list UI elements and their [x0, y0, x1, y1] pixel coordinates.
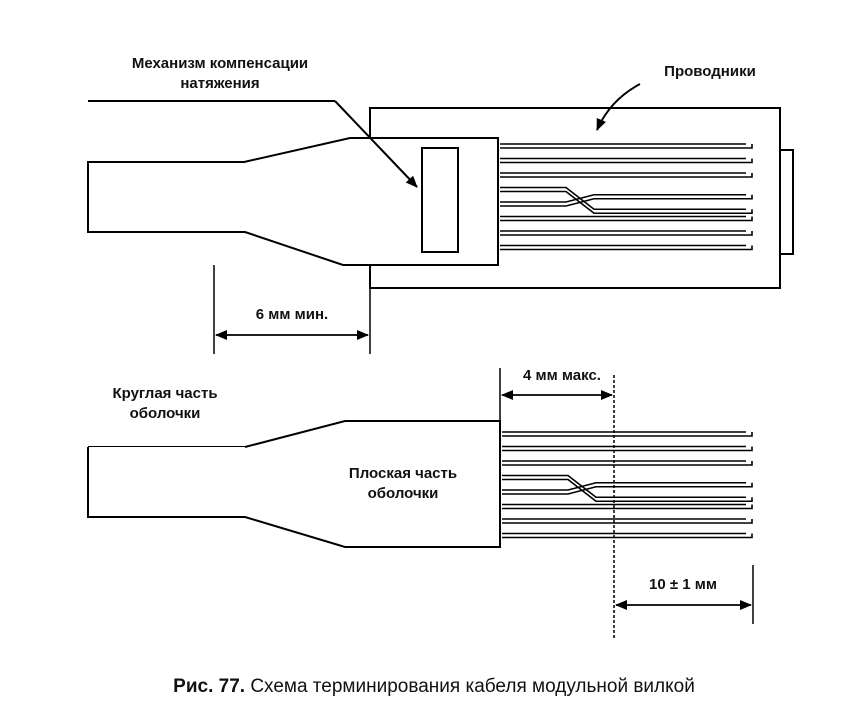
conductor-wire-edge [502, 461, 753, 466]
conductor-wire-edge [500, 144, 753, 149]
flat-jacket-label-line1: Плоская часть [348, 465, 458, 482]
dim-4mm [499, 368, 615, 640]
caption-text: Схема терминирования кабеля модульной ви… [250, 676, 695, 697]
conductor-wire-edge [500, 194, 753, 207]
bottom-assembly [87, 420, 501, 548]
dim-10mm [615, 565, 754, 624]
figure-caption: Рис. 77. Схема терминирования кабеля мод… [0, 676, 868, 698]
conductor-wire-edge [500, 173, 753, 178]
conductor-wire-edge [500, 231, 753, 236]
cable-jacket-bottom [87, 420, 501, 548]
caption-prefix: Рис. 77. [173, 676, 246, 697]
conductor-wire-edge [502, 482, 753, 495]
conductor-wire-edge [502, 446, 753, 452]
round-jacket-label-line1: Круглая часть [112, 385, 218, 402]
top-assembly [87, 83, 794, 289]
conductor-wire-edge [500, 216, 753, 222]
conductor-wire-edge [502, 504, 753, 510]
conductor-wire [502, 481, 746, 491]
flat-jacket-label: Плоская часть оболочки [328, 464, 478, 504]
max-4mm-label: 4 мм макс. [523, 367, 601, 384]
conductor-wire-edge [502, 478, 753, 503]
conductor-wire-edge [502, 519, 753, 524]
min-6mm-label: 6 мм мин. [255, 306, 329, 323]
strain-relief-label-line2: натяжения [180, 75, 260, 92]
cable-jacket-top [87, 137, 499, 266]
dim-6mm [213, 265, 371, 354]
strain-relief-label: Механизм компенсации натяжения [95, 54, 345, 94]
conductor-wire [500, 193, 746, 203]
conductor-wire-edge [502, 432, 753, 437]
strain-relief-window [421, 147, 459, 253]
conductors-label: Проводники [664, 63, 756, 80]
conductor-wire-edge [502, 533, 753, 539]
round-jacket-label-line2: оболочки [129, 405, 201, 422]
round-jacket-label: Круглая часть оболочки [90, 384, 240, 424]
conductor-wire-edge [500, 190, 753, 215]
conductor-wire-edge [500, 158, 753, 164]
plug-contact-tab [779, 149, 794, 255]
length-10mm-label: 10 ± 1 мм [649, 576, 717, 593]
conductors-top [500, 143, 753, 251]
conductors-bottom [502, 431, 753, 539]
strain-relief-label-line1: Механизм компенсации [131, 55, 309, 72]
flat-jacket-label-line2: оболочки [367, 485, 439, 502]
conductor-wire-edge [500, 245, 753, 251]
